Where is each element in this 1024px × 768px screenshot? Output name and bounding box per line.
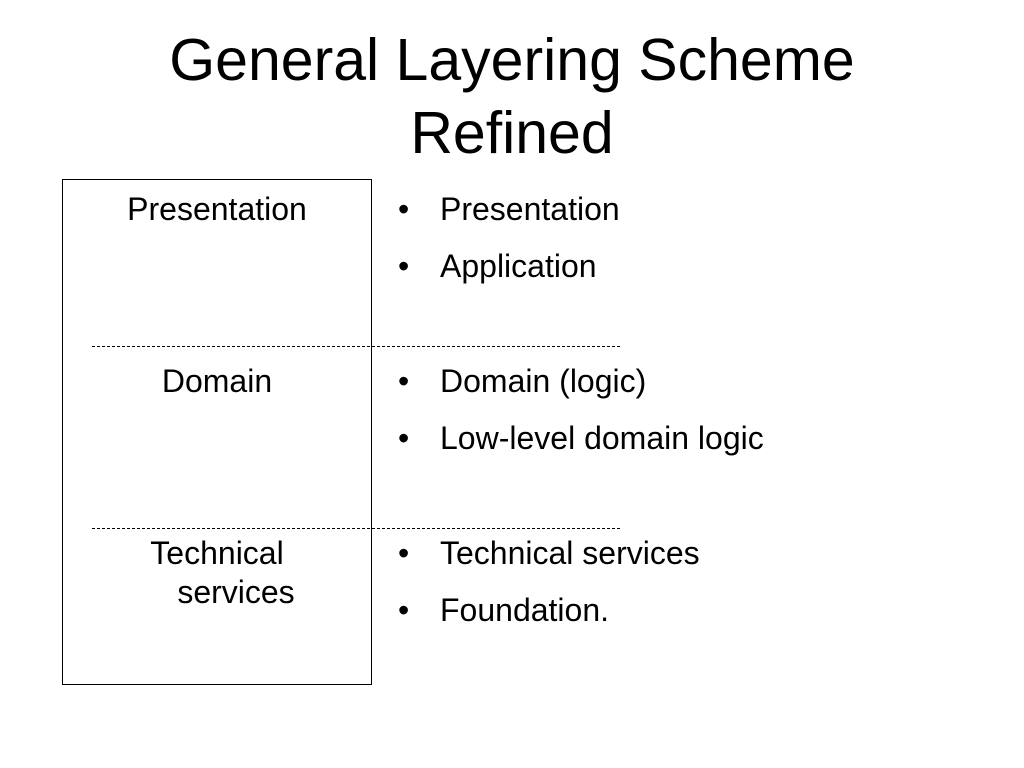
bullet-text: Foundation. bbox=[440, 592, 610, 628]
layer-divider-1 bbox=[92, 346, 620, 347]
slide-title: General Layering Scheme Refined bbox=[0, 24, 1024, 170]
bullet-glyph: • bbox=[398, 592, 410, 628]
layer-column-box bbox=[62, 179, 372, 685]
bullet-item: • Presentation bbox=[398, 190, 620, 229]
bullet-text: Application bbox=[440, 248, 597, 284]
bullet-item: • Domain (logic) bbox=[398, 362, 764, 401]
layer-label-text: Presentation bbox=[127, 191, 307, 227]
bullet-list-presentation: • Presentation • Application bbox=[398, 190, 620, 304]
layer-divider-2 bbox=[92, 528, 620, 529]
bullet-item: • Low-level domain logic bbox=[398, 419, 764, 458]
slide-title-line-2: Refined bbox=[410, 100, 614, 166]
bullet-glyph: • bbox=[398, 191, 410, 227]
bullet-item: • Application bbox=[398, 247, 620, 286]
bullet-list-technical-services: • Technical services • Foundation. bbox=[398, 534, 700, 648]
bullet-glyph: • bbox=[398, 363, 410, 399]
bullet-glyph: • bbox=[398, 420, 410, 456]
bullet-item: • Foundation. bbox=[398, 591, 700, 630]
slide-title-line-1: General Layering Scheme bbox=[169, 27, 855, 93]
bullet-item: • Technical services bbox=[398, 534, 700, 573]
bullet-list-domain: • Domain (logic) • Low-level domain logi… bbox=[398, 362, 764, 476]
bullet-text: Presentation bbox=[440, 191, 620, 227]
layer-label-technical-services: Technical services bbox=[62, 534, 372, 612]
layer-label-text: Technical bbox=[150, 535, 284, 571]
bullet-text: Domain (logic) bbox=[440, 363, 647, 399]
layer-label-presentation: Presentation bbox=[62, 190, 372, 229]
layer-label-domain: Domain bbox=[62, 362, 372, 401]
layer-label-text: Domain bbox=[161, 363, 273, 399]
bullet-glyph: • bbox=[398, 535, 410, 571]
bullet-text: Low-level domain logic bbox=[440, 420, 764, 456]
bullet-glyph: • bbox=[398, 248, 410, 284]
bullet-text: Technical services bbox=[440, 535, 700, 571]
layer-label-text-line-2: services bbox=[177, 574, 295, 610]
